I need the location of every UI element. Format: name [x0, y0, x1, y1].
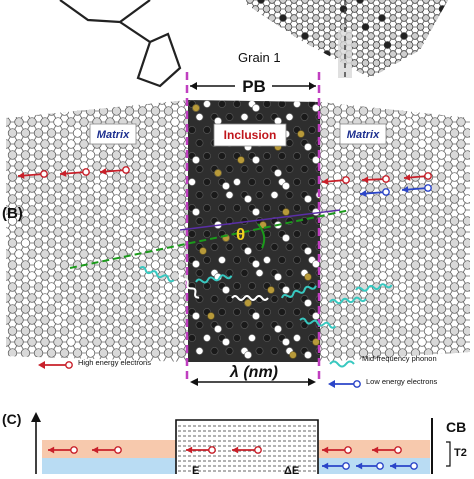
pb-label: PB	[242, 77, 266, 96]
cb-label: CB	[446, 419, 466, 435]
pb-arrowhead-right	[309, 82, 316, 90]
lambda-label: λ (nm)	[229, 364, 278, 381]
grain-label: Grain 1	[238, 50, 281, 65]
legend-high-energy: High energy electrons	[38, 358, 151, 369]
legend-low-energy-text: Low energy electrons	[366, 377, 438, 386]
energy-axis-arrowhead	[31, 412, 41, 422]
t2-label: T2	[454, 447, 467, 459]
panel-b-label: (B)	[2, 205, 23, 222]
legend-high-energy-text: High energy electrons	[78, 358, 151, 367]
lambda-arrowhead-right	[308, 378, 316, 386]
inclusion-label: Inclusion	[224, 128, 277, 142]
matrix-left-label: Matrix	[97, 129, 130, 141]
band-blue-left	[42, 458, 176, 474]
theta-label: θ	[236, 225, 245, 244]
hexagon-sketch	[60, 0, 180, 86]
matrix-right-label: Matrix	[347, 129, 380, 141]
matrix-right-lattice	[312, 96, 474, 364]
band-orange-left	[42, 440, 176, 458]
ef-label: E	[192, 465, 199, 474]
legend-low-energy: Low energy electrons	[328, 377, 438, 388]
t2-bracket	[446, 442, 450, 466]
lambda-arrowhead-left	[190, 378, 198, 386]
panel-c-label: (C)	[2, 411, 21, 427]
pb-arrowhead-left	[190, 82, 197, 90]
delta-ef-label: ΔE	[284, 465, 299, 474]
legend-mid-phonon-text: Mid-frequency phonon	[362, 354, 437, 363]
